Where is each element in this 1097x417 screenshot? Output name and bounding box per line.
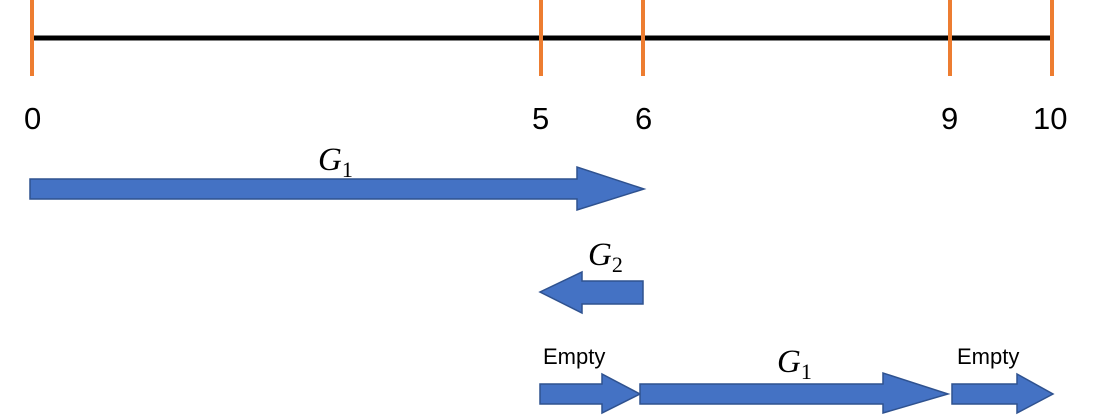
tick-labels: 0 5 6 9 10 xyxy=(24,101,1067,136)
g1-top-label-var: G xyxy=(318,142,342,178)
g2-label-sub: 2 xyxy=(612,252,623,277)
tick-label-6: 6 xyxy=(635,101,652,136)
empty-left-arrow xyxy=(539,372,642,415)
g1-bottom-label-var: G xyxy=(777,344,801,380)
g2-arrow xyxy=(538,270,644,315)
g1-top-label: G1 xyxy=(318,142,353,182)
empty-right-arrow xyxy=(951,372,1055,415)
g2-label: G2 xyxy=(588,237,623,277)
g1-bottom-label: G1 xyxy=(777,344,812,384)
empty-right-label: Empty xyxy=(957,344,1019,369)
empty-left-label: Empty xyxy=(543,344,605,369)
timeline-ticks xyxy=(30,0,1054,76)
tick-label-9: 9 xyxy=(941,101,958,136)
tick-label-0: 0 xyxy=(24,101,41,136)
tick-label-5: 5 xyxy=(532,101,549,136)
g1-bottom-label-sub: 1 xyxy=(801,359,812,384)
g1-top-label-sub: 1 xyxy=(342,157,353,182)
g1-top-arrow xyxy=(29,165,647,212)
tick-label-10: 10 xyxy=(1033,101,1067,136)
g1-bottom-arrow xyxy=(639,371,951,415)
g2-label-var: G xyxy=(588,237,612,273)
